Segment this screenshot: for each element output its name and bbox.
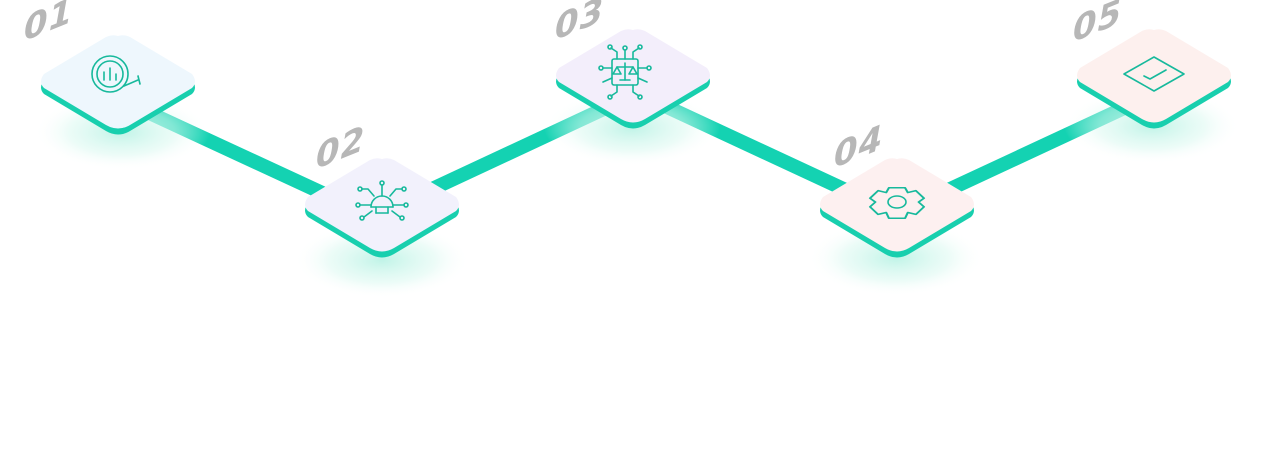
step-04: 04 [808,117,984,296]
step-number: 05 [1073,0,1122,51]
step-05-card [1077,29,1231,129]
step-03: 03 [544,0,720,166]
card-top [41,35,195,129]
gear-icon [868,187,926,219]
step-05: 05 [1064,0,1240,164]
step-02-glow [294,222,470,298]
step-04-glow [808,220,984,296]
checkbox-icon [1123,56,1185,92]
step-02: 02 [294,118,470,298]
step-number: 03 [555,0,604,49]
step-01: 01 [24,0,210,170]
circuit-lightbulb-icon [355,180,409,221]
card-top [820,158,974,252]
step-01-card [41,35,195,135]
card-top [556,29,710,123]
step-04-card [820,158,974,258]
step-02-card [305,158,459,258]
chart-magnifier-icon [91,55,141,93]
circuit-scale-icon [598,44,652,100]
step-number: 01 [24,0,73,50]
step-03-card [556,29,710,129]
card-top [305,158,459,252]
